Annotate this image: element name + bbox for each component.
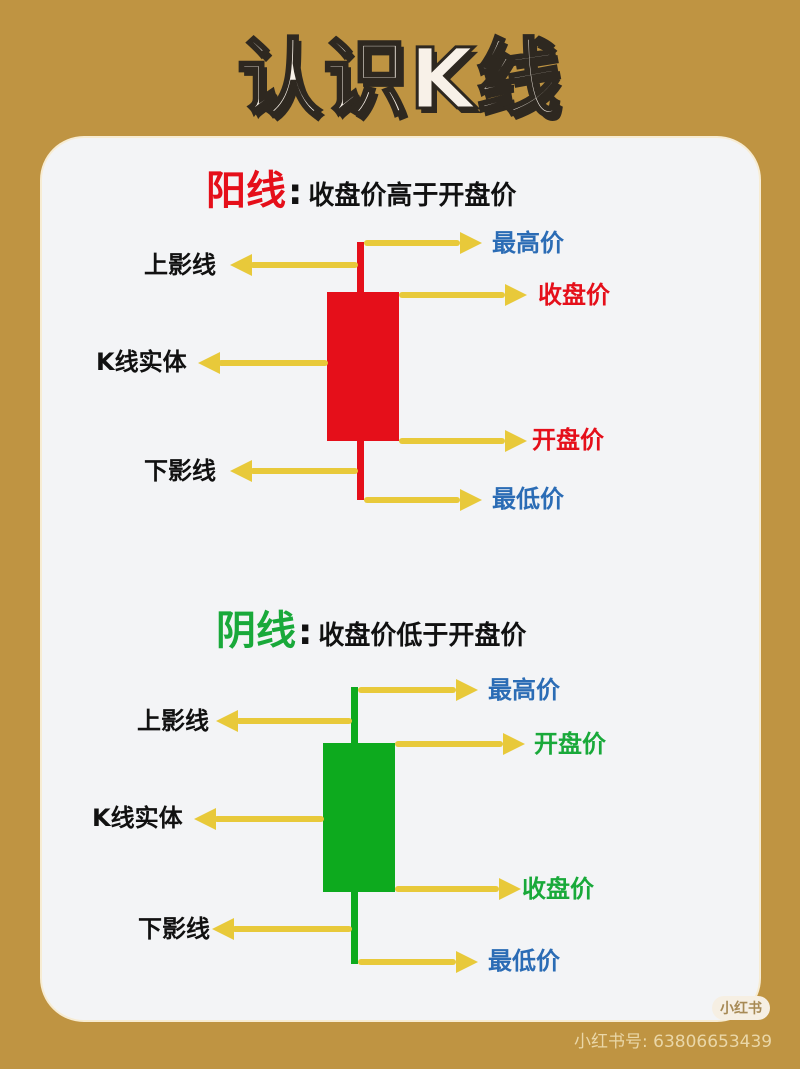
arrow-left-icon — [212, 918, 234, 940]
yang-high-arrow-line — [364, 240, 460, 246]
yang-description: 收盘价高于开盘价 — [308, 181, 517, 211]
yang-label-body: K线实体 — [96, 348, 187, 376]
arrow-left-icon — [194, 808, 216, 830]
yin-description: 收盘价低于开盘价 — [318, 621, 527, 651]
yang-label-upper-shadow: 上影线 — [144, 251, 216, 279]
yin-close-arrow-line — [395, 886, 499, 892]
yang-close-arrow-line — [399, 292, 505, 298]
arrow-right-icon — [505, 284, 527, 306]
xiaohongshu-logo: 小红书 — [712, 996, 770, 1020]
yin-heading: 阴线:收盘价低于开盘价 — [216, 598, 526, 656]
yang-label-close: 收盘价 — [538, 281, 610, 309]
yang-label-lower-shadow: 下影线 — [144, 457, 216, 485]
yin-label-high: 最高价 — [488, 676, 560, 704]
arrow-left-icon — [230, 254, 252, 276]
yang-lower-shadow-arrow-line — [250, 468, 358, 474]
yin-label-body: K线实体 — [92, 804, 183, 832]
arrow-left-icon — [230, 460, 252, 482]
arrow-right-icon — [460, 489, 482, 511]
yang-low-arrow-line — [364, 497, 460, 503]
yin-open-arrow-line — [395, 741, 503, 747]
yin-upper-shadow-arrow-line — [236, 718, 352, 724]
watermark-id: 小红书号: 63806653439 — [574, 1032, 773, 1052]
arrow-left-icon — [216, 710, 238, 732]
yang-body-arrow-line — [218, 360, 328, 366]
yang-candle-body — [327, 292, 399, 441]
page-title: 认识K线 — [236, 29, 563, 130]
yang-open-arrow-line — [399, 438, 505, 444]
yin-label-close: 收盘价 — [522, 875, 594, 903]
yang-heading: 阳线:收盘价高于开盘价 — [206, 158, 516, 216]
arrow-right-icon — [456, 679, 478, 701]
arrow-left-icon — [198, 352, 220, 374]
arrow-right-icon — [456, 951, 478, 973]
yin-colon: : — [298, 612, 313, 653]
arrow-right-icon — [499, 878, 521, 900]
yang-upper-shadow-arrow-line — [250, 262, 358, 268]
yang-colon: : — [288, 172, 303, 213]
arrow-right-icon — [460, 232, 482, 254]
yin-high-arrow-line — [358, 687, 456, 693]
yin-body-arrow-line — [214, 816, 324, 822]
yin-lower-shadow-arrow-line — [232, 926, 352, 932]
yang-label-open: 开盘价 — [532, 426, 604, 454]
arrow-right-icon — [505, 430, 527, 452]
yang-label-low: 最低价 — [492, 485, 564, 513]
arrow-right-icon — [503, 733, 525, 755]
yin-label-open: 开盘价 — [534, 730, 606, 758]
yin-label-upper-shadow: 上影线 — [137, 707, 209, 735]
yin-title: 阴线 — [216, 608, 296, 654]
yin-low-arrow-line — [358, 959, 456, 965]
yang-title: 阳线 — [206, 168, 286, 214]
yin-label-low: 最低价 — [488, 947, 560, 975]
yang-label-high: 最高价 — [492, 229, 564, 257]
yin-candle-body — [323, 743, 395, 892]
content-card — [42, 138, 759, 1020]
yin-label-lower-shadow: 下影线 — [138, 915, 210, 943]
